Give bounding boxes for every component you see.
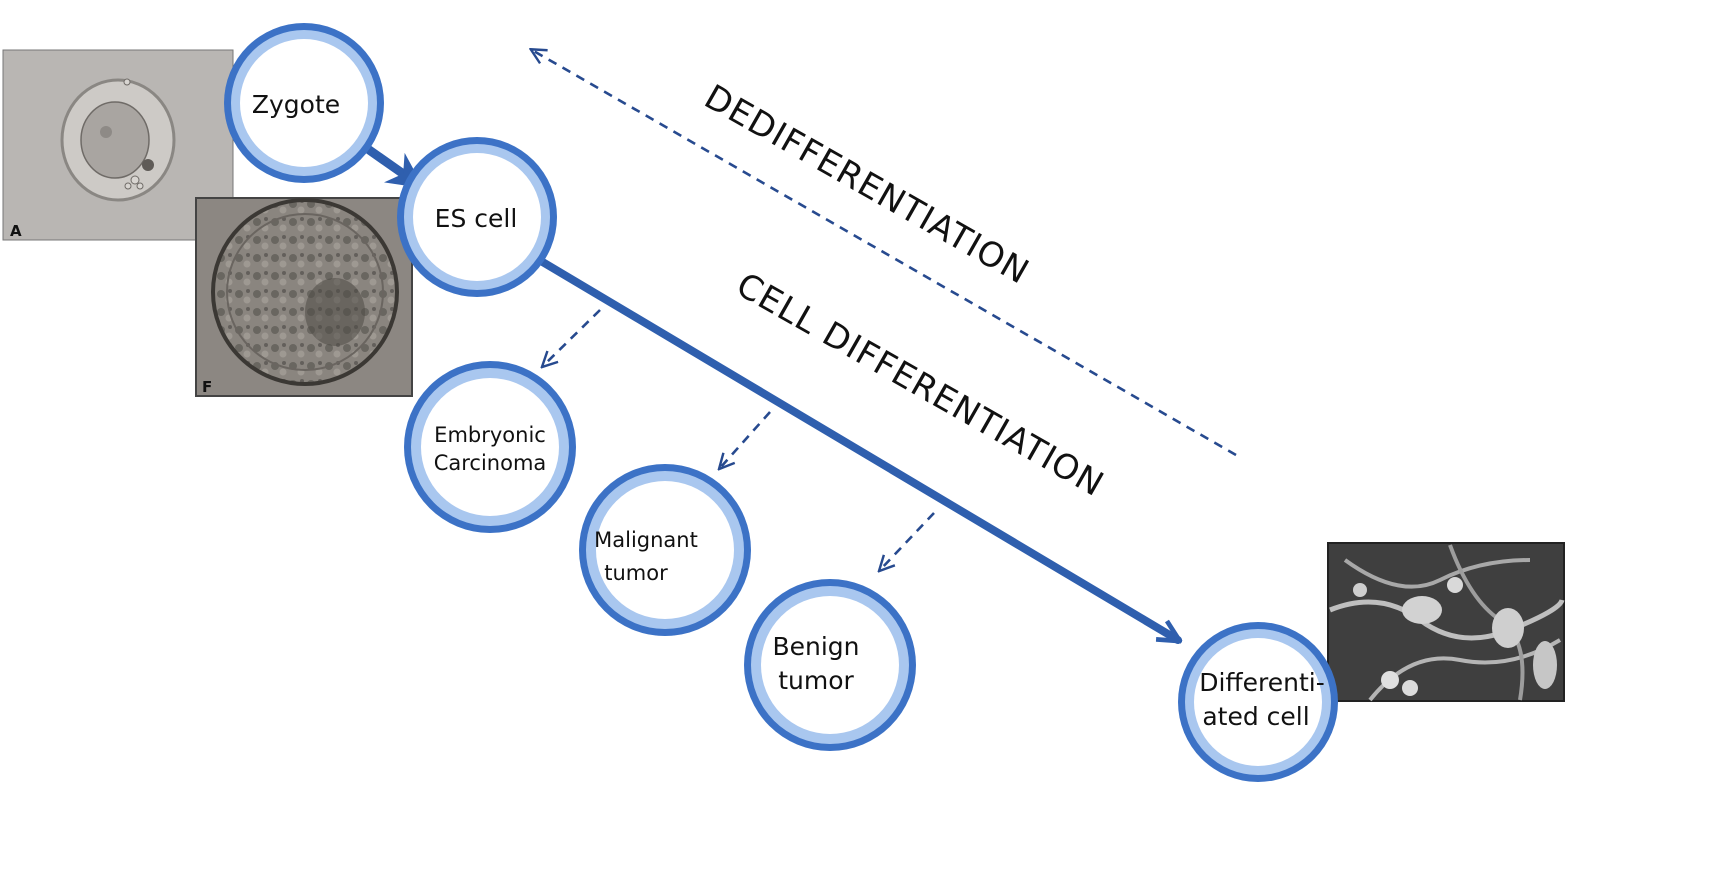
node-label-differentiated-cell-line1: Differenti- bbox=[1199, 668, 1325, 697]
dedifferentiation-arrow bbox=[532, 50, 1237, 457]
node-label-zygote: Zygote bbox=[252, 90, 340, 119]
panel-letter-a: A bbox=[10, 222, 22, 240]
differentiated-cells-micrograph bbox=[1327, 542, 1565, 702]
panel-letter-f: F bbox=[202, 378, 212, 396]
cell-differentiation-label: CELL DIFFERENTIATION bbox=[730, 265, 1111, 505]
node-label-embryonic-carcinoma-line2: Carcinoma bbox=[434, 451, 547, 475]
node-label-es-cell: ES cell bbox=[435, 204, 518, 233]
zygote-micrograph: A bbox=[2, 49, 234, 241]
branch-arrow-embryonic-carcinoma bbox=[543, 309, 601, 366]
node-label-benign-tumor-line2: tumor bbox=[778, 666, 854, 695]
node-label-malignant-tumor-line1: Malignant bbox=[594, 528, 698, 552]
node-malignant-tumor: Malignant tumor bbox=[579, 464, 751, 636]
node-es-cell: ES cell bbox=[397, 137, 557, 297]
blastocyst-micrograph: F bbox=[195, 197, 413, 397]
branch-arrow-benign-tumor bbox=[880, 512, 935, 570]
node-benign-tumor: Benign tumor bbox=[744, 579, 916, 751]
node-differentiated-cell: Differenti- ated cell bbox=[1178, 622, 1338, 782]
dedifferentiation-label: DEDIFFERENTIATION bbox=[698, 77, 1036, 293]
node-label-benign-tumor-line1: Benign bbox=[772, 632, 859, 661]
node-label-embryonic-carcinoma-line1: Embryonic bbox=[434, 423, 546, 447]
node-label-differentiated-cell-line2: ated cell bbox=[1202, 702, 1309, 731]
cell-differentiation-arrow bbox=[532, 254, 1178, 644]
node-zygote: Zygote bbox=[224, 23, 384, 183]
node-label-malignant-tumor-line2: tumor bbox=[604, 561, 668, 585]
branch-arrow-malignant-tumor bbox=[720, 411, 771, 468]
node-embryonic-carcinoma: Embryonic Carcinoma bbox=[404, 361, 576, 533]
